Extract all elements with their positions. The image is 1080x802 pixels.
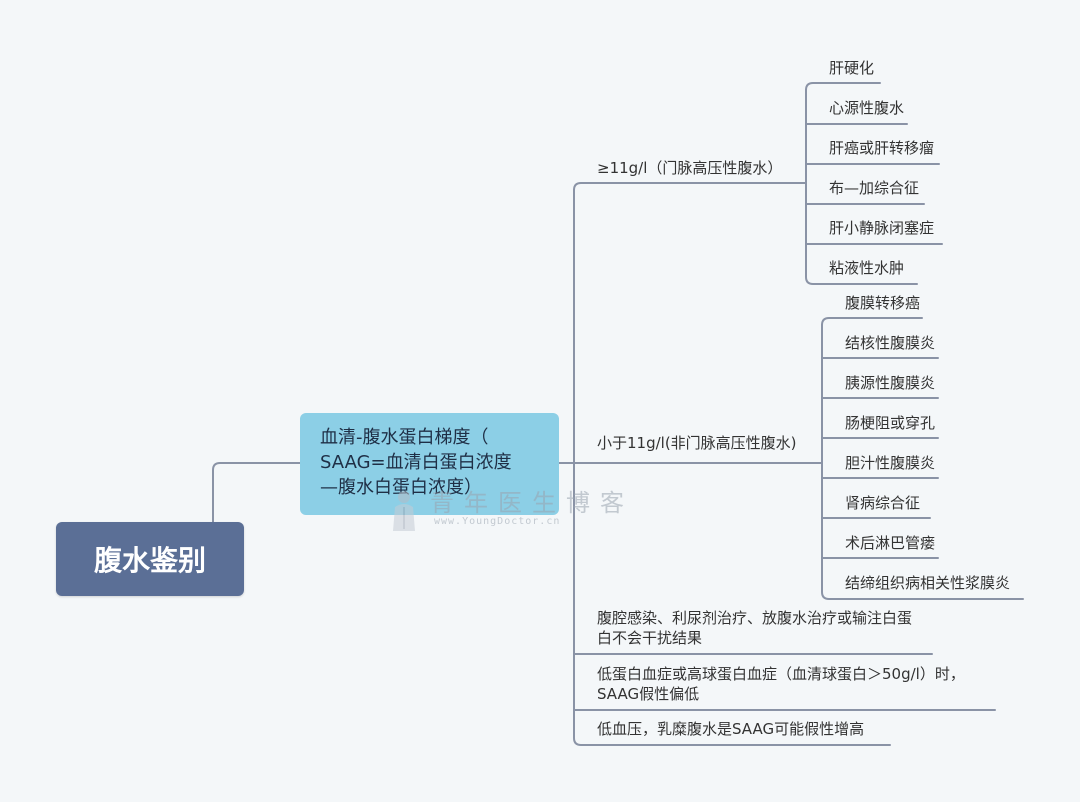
connector-high-subtrunk: [805, 82, 881, 91]
branch-high-label[interactable]: ≥11g/l（门脉高压性腹水）: [597, 159, 783, 177]
connector-low-subtrunk: [821, 317, 923, 326]
high-item-5[interactable]: 肝小静脉闭塞症: [829, 219, 935, 237]
note-1[interactable]: 腹腔感染、利尿剂治疗、放腹水治疗或输注白蛋 白不会干扰结果: [597, 608, 912, 648]
branch-low-label[interactable]: 小于11g/l(非门脉高压性腹水): [597, 434, 797, 452]
low-item-3[interactable]: 胰源性腹膜炎: [845, 374, 936, 392]
low-item-7[interactable]: 术后淋巴管瘘: [845, 534, 936, 552]
connector-root-main: [212, 462, 301, 523]
note-1-line-2: 白不会干扰结果: [597, 629, 703, 647]
note-2-line-2: SAAG假性偏低: [597, 685, 700, 703]
main-topic-node[interactable]: 血清-腹水蛋白梯度（ SAAG=血清白蛋白浓度 —腹水白蛋白浓度）: [300, 413, 559, 515]
high-item-6[interactable]: 粘液性水肿: [829, 259, 905, 277]
low-item-5[interactable]: 胆汁性腹膜炎: [845, 454, 936, 472]
root-label: 腹水鉴别: [93, 544, 206, 577]
main-topic-line-2: SAAG=血清白蛋白浓度: [320, 452, 512, 473]
high-item-4[interactable]: 布—加综合征: [829, 179, 920, 197]
note-3[interactable]: 低血压，乳糜腹水是SAAG可能假性增高: [597, 720, 865, 738]
root-node[interactable]: 腹水鉴别: [56, 522, 244, 596]
note-2-line-1: 低蛋白血症或高球蛋白血症（血清球蛋白＞50g/l）时，: [597, 665, 965, 683]
high-item-3[interactable]: 肝癌或肝转移瘤: [829, 139, 935, 157]
high-item-2[interactable]: 心源性腹水: [829, 99, 905, 117]
low-item-1[interactable]: 腹膜转移癌: [845, 294, 921, 312]
low-item-6[interactable]: 肾病综合征: [845, 494, 921, 512]
note-2[interactable]: 低蛋白血症或高球蛋白血症（血清球蛋白＞50g/l）时， SAAG假性偏低: [597, 664, 965, 704]
low-item-4[interactable]: 肠梗阻或穿孔: [845, 414, 936, 432]
high-item-1[interactable]: 肝硬化: [829, 59, 875, 77]
low-item-8[interactable]: 结缔组织病相关性浆膜炎: [845, 574, 1011, 592]
main-topic-line-3: —腹水白蛋白浓度）: [320, 477, 482, 498]
low-item-2[interactable]: 结核性腹膜炎: [845, 334, 936, 352]
connector-trunk: [573, 182, 807, 191]
note-1-line-1: 腹腔感染、利尿剂治疗、放腹水治疗或输注白蛋: [597, 609, 913, 627]
main-topic-line-1: 血清-腹水蛋白梯度（: [320, 427, 489, 448]
